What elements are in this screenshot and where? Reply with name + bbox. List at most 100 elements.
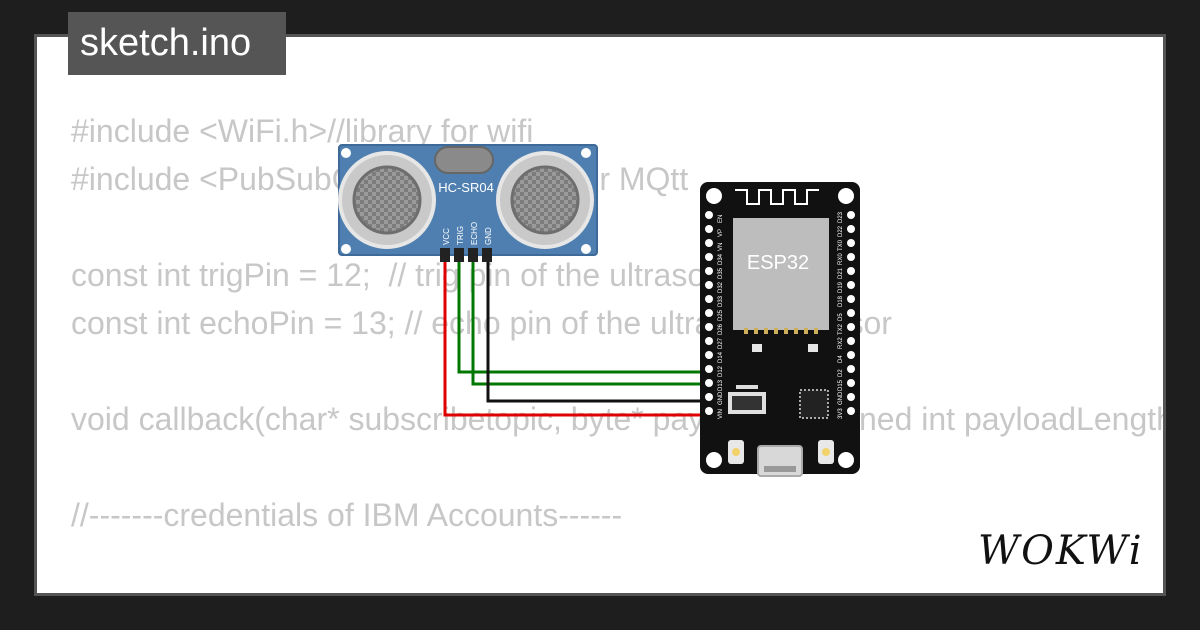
esp32-right-pin-label: D4 bbox=[838, 355, 844, 363]
esp32-right-pin-label: 3V3 bbox=[838, 408, 844, 419]
sensor-pin-label: GND bbox=[484, 227, 493, 245]
esp32-right-pin-label: D15 bbox=[838, 379, 844, 391]
mount-hole bbox=[581, 148, 591, 158]
wire-trig[interactable] bbox=[457, 262, 710, 374]
mount-hole bbox=[341, 244, 351, 254]
esp32-left-pin[interactable] bbox=[705, 407, 713, 415]
right-pin-labels: D23D22TX0RX0D21D19D18D5TX2RX2D4D2D15GND3… bbox=[838, 211, 844, 419]
esp32-right-pin-label: TX2 bbox=[838, 323, 844, 335]
code-line: #include <WiFi.h>//library for wifi bbox=[71, 113, 534, 149]
usb-chip bbox=[799, 389, 829, 419]
boot-button[interactable] bbox=[728, 440, 744, 464]
esp32-left-pin-label: VIN bbox=[718, 409, 724, 419]
mount-hole bbox=[581, 244, 591, 254]
esp32-left-pin-label: D25 bbox=[718, 309, 724, 321]
right-pin-header bbox=[847, 211, 855, 415]
esp32-left-pin-label: D14 bbox=[718, 351, 724, 363]
esp32-right-pin[interactable] bbox=[847, 239, 855, 247]
esp32-right-pin-label: D19 bbox=[838, 281, 844, 293]
wires bbox=[443, 262, 710, 417]
usb-port-opening bbox=[764, 466, 796, 472]
mount-hole bbox=[838, 452, 854, 468]
transducer-left bbox=[338, 151, 436, 249]
hc-sr04-sensor[interactable]: HC-SR04 VCC TRIG ECHO GND bbox=[338, 144, 598, 262]
esp32-right-pin-label: D21 bbox=[838, 267, 844, 279]
sensor-pin-headers bbox=[440, 248, 492, 262]
wire-vcc[interactable] bbox=[443, 262, 710, 417]
esp32-left-pin[interactable] bbox=[705, 351, 713, 359]
mount-hole bbox=[706, 188, 722, 204]
esp32-right-pin-label: TX0 bbox=[838, 239, 844, 251]
voltage-regulator bbox=[728, 385, 766, 414]
left-pin-header bbox=[705, 211, 713, 415]
preview-card: #include <WiFi.h>//library for wifi#incl… bbox=[34, 34, 1166, 596]
esp32-right-pin-label: D5 bbox=[838, 313, 844, 321]
wire-gnd[interactable] bbox=[486, 262, 710, 403]
esp32-left-pin[interactable] bbox=[705, 295, 713, 303]
esp32-left-pin[interactable] bbox=[705, 365, 713, 373]
wire-echo[interactable] bbox=[471, 262, 710, 386]
crystal bbox=[434, 146, 494, 174]
esp32-right-pin[interactable] bbox=[847, 281, 855, 289]
esp32-right-pin[interactable] bbox=[847, 225, 855, 233]
sensor-pin-label: TRIG bbox=[456, 226, 465, 245]
esp32-left-pin[interactable] bbox=[705, 393, 713, 401]
esp32-right-pin[interactable] bbox=[847, 351, 855, 359]
esp32-right-pin-label: D2 bbox=[838, 369, 844, 377]
enable-button[interactable] bbox=[818, 440, 834, 464]
esp32-left-pin-label: D13 bbox=[718, 379, 724, 391]
esp32-right-pin[interactable] bbox=[847, 267, 855, 275]
esp32-left-pin-label: EN bbox=[718, 215, 724, 223]
left-pin-labels: ENVPVND34D35D32D33D25D26D27D14D12D13GNDV… bbox=[718, 215, 724, 419]
esp32-left-pin[interactable] bbox=[705, 239, 713, 247]
esp32-right-pin[interactable] bbox=[847, 253, 855, 261]
esp32-left-pin[interactable] bbox=[705, 337, 713, 345]
esp32-right-pin-label: GND bbox=[838, 391, 844, 405]
esp32-left-pin[interactable] bbox=[705, 281, 713, 289]
antenna-trace bbox=[735, 189, 819, 205]
esp32-left-pin-label: D35 bbox=[718, 267, 724, 279]
esp32-left-pin-label: D12 bbox=[718, 365, 724, 377]
wokwi-logo: WOKWi bbox=[978, 528, 1144, 574]
esp32-left-pin[interactable] bbox=[705, 309, 713, 317]
esp32-left-pin[interactable] bbox=[705, 225, 713, 233]
module-castellations bbox=[744, 328, 818, 334]
esp32-left-pin-label: D33 bbox=[718, 295, 724, 307]
sensor-pin-label: ECHO bbox=[470, 222, 479, 245]
esp32-right-pin[interactable] bbox=[847, 393, 855, 401]
esp32-left-pin[interactable] bbox=[705, 323, 713, 331]
sensor-pin-label: VCC bbox=[442, 228, 451, 245]
transducer-right bbox=[496, 151, 594, 249]
esp32-board[interactable]: ESP32 ENVPVND34D35D32D33D25D26D27D14D12D… bbox=[700, 182, 860, 477]
esp32-left-pin-label: D34 bbox=[718, 253, 724, 265]
esp32-right-pin[interactable] bbox=[847, 337, 855, 345]
esp32-left-pin[interactable] bbox=[705, 267, 713, 275]
esp32-right-pin[interactable] bbox=[847, 365, 855, 373]
file-tab[interactable]: sketch.ino bbox=[68, 12, 286, 75]
smd-part bbox=[808, 344, 818, 352]
module-label: ESP32 bbox=[747, 252, 809, 274]
esp32-right-pin-label: RX0 bbox=[838, 253, 844, 265]
esp32-left-pin[interactable] bbox=[705, 211, 713, 219]
esp32-right-pin-label: D22 bbox=[838, 225, 844, 237]
esp32-left-pin[interactable] bbox=[705, 379, 713, 387]
code-line: //-------credentials of IBM Accounts----… bbox=[71, 497, 623, 533]
esp32-left-pin-label: GND bbox=[718, 391, 724, 405]
esp32-right-pin[interactable] bbox=[847, 309, 855, 317]
esp32-right-pin[interactable] bbox=[847, 323, 855, 331]
esp32-right-pin[interactable] bbox=[847, 211, 855, 219]
esp32-right-pin-label: RX2 bbox=[838, 337, 844, 349]
esp32-right-pin[interactable] bbox=[847, 295, 855, 303]
mount-hole bbox=[341, 148, 351, 158]
sensor-label: HC-SR04 bbox=[438, 180, 494, 195]
esp32-left-pin-label: D27 bbox=[718, 337, 724, 349]
mount-hole bbox=[706, 452, 722, 468]
esp32-right-pin[interactable] bbox=[847, 379, 855, 387]
esp32-right-pin[interactable] bbox=[847, 407, 855, 415]
esp32-module bbox=[733, 218, 829, 330]
esp32-left-pin[interactable] bbox=[705, 253, 713, 261]
smd-part bbox=[752, 344, 762, 352]
esp32-left-pin-label: D26 bbox=[718, 323, 724, 335]
esp32-right-pin-label: D23 bbox=[838, 211, 844, 223]
